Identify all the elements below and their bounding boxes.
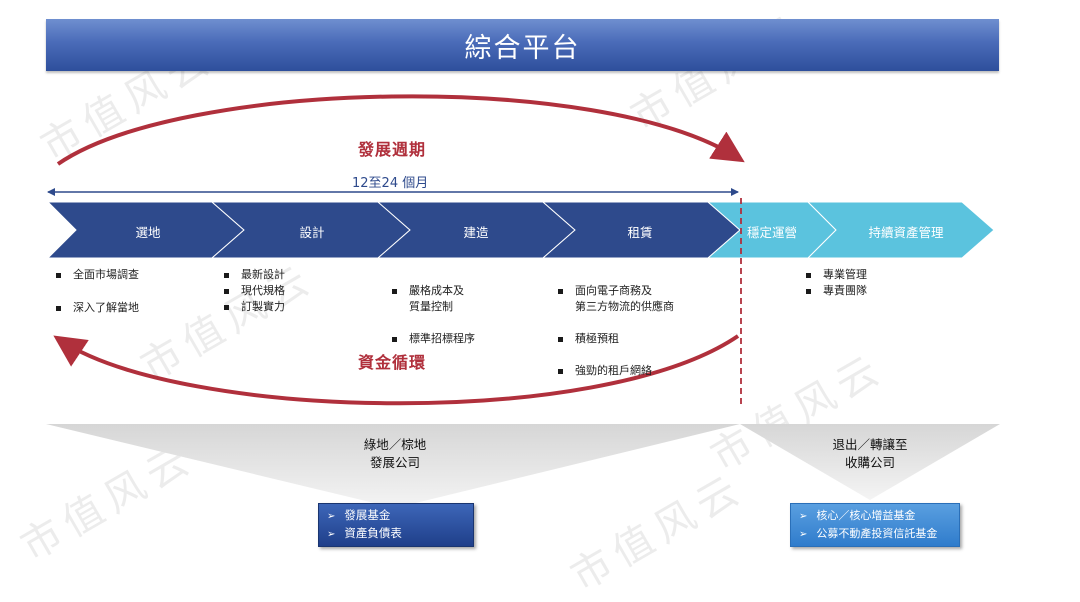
funnel-left-text: 綠地／棕地 發展公司	[363, 437, 427, 470]
bullet-item: 積極預租	[558, 331, 728, 347]
bullets-lease: 面向電子商務及 第三方物流的供應商 積極預租 強勁的租戶網絡	[558, 267, 728, 395]
bullet-item: 嚴格成本及 質量控制	[392, 283, 542, 315]
stage-label-stabilise: 穩定運營	[746, 225, 797, 240]
stage-label-manage: 持續資產管理	[868, 225, 944, 240]
outcome-box-development: 發展基金 資產負債表	[318, 503, 474, 547]
stage-chevron-manage	[806, 201, 995, 259]
bullet-item: 專業管理	[806, 267, 956, 283]
bullet-item: 最新設計	[224, 267, 374, 283]
stage-label-build: 建造	[463, 225, 489, 240]
bullet-item: 現代規格	[224, 283, 374, 299]
capital-cycle-label: 資金循環	[358, 353, 427, 372]
bullet-item: 深入了解當地	[56, 300, 206, 316]
outcome-item: 核心／核心增益基金	[799, 507, 951, 525]
capital-cycle-arrow	[53, 334, 740, 406]
bullets-build: 嚴格成本及 質量控制 標準招標程序	[392, 267, 542, 363]
bullets-design: 最新設計 現代規格 訂製實力	[224, 267, 374, 315]
stage-label-design: 設計	[299, 225, 325, 240]
outcome-item: 發展基金	[327, 507, 465, 525]
funnel-left	[46, 424, 740, 508]
development-cycle-arrow	[56, 94, 745, 166]
bullets-site: 全面市場調查 深入了解當地	[56, 267, 206, 316]
bullet-item: 面向電子商務及 第三方物流的供應商	[558, 283, 728, 315]
stage-label-site: 選地	[135, 225, 161, 240]
bullet-item: 訂製實力	[224, 299, 374, 315]
bullet-item: 標準招標程序	[392, 331, 542, 347]
duration-label: 12至24 個月	[352, 176, 429, 191]
funnel-right	[740, 424, 1000, 500]
bullet-item: 專責團隊	[806, 283, 956, 299]
bullet-item: 強勁的租戶網絡	[558, 363, 728, 379]
bullet-item: 全面市場調查	[56, 267, 206, 283]
bullets-manage: 專業管理 專責團隊	[806, 267, 956, 299]
outcome-item: 公募不動產投資信託基金	[799, 525, 951, 543]
outcome-box-exit: 核心／核心增益基金 公募不動產投資信託基金	[790, 503, 960, 547]
stage-label-lease: 租賃	[627, 225, 653, 240]
development-cycle-label: 發展週期	[358, 140, 427, 159]
platform-header: 綜合平台	[46, 19, 999, 71]
header-title: 綜合平台	[464, 32, 581, 64]
outcome-item: 資產負債表	[327, 525, 465, 543]
funnel-right-text: 退出／轉讓至 收購公司	[832, 437, 908, 470]
diagram-canvas	[46, 94, 1000, 508]
